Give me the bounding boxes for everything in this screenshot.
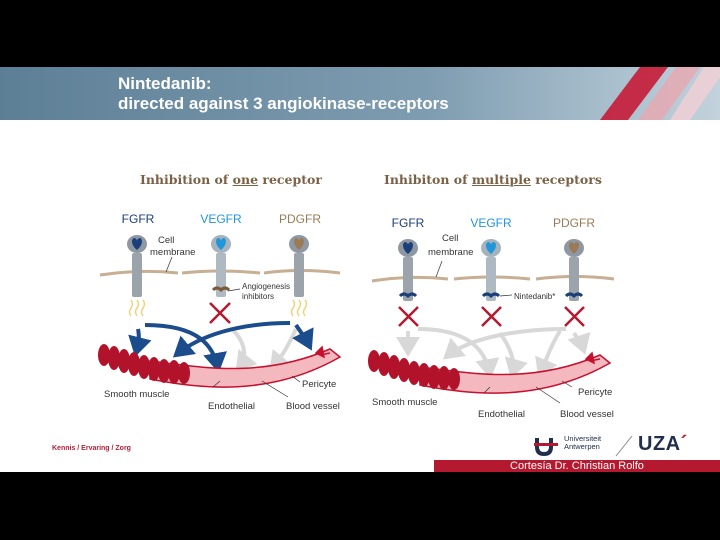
university-logo-icon <box>534 438 558 456</box>
left-pointers <box>165 256 301 398</box>
right-label-fgfr: FGFR <box>392 216 425 230</box>
right-label-pdgfr: PDGFR <box>553 216 595 230</box>
left-inhibitor-mark <box>209 286 231 324</box>
left-signals <box>128 299 308 317</box>
right-endothelial-label: Endothelial <box>478 409 525 420</box>
footer-motto: Kennis / Ervaring / Zorg <box>52 445 131 452</box>
right-cell-label-1: Cell <box>442 233 458 244</box>
left-inhibitor-label-2: inhibitors <box>242 292 274 301</box>
left-heading-emph: one <box>232 172 259 187</box>
receptor-diagram: FGFR VEGFR PDGFR FGFR VEGFR PDGFR Cell m… <box>98 212 615 420</box>
right-panel-heading: Inhibiton of multiple receptors <box>384 172 602 187</box>
right-smooth-muscle-label: Smooth muscle <box>372 397 437 408</box>
left-endothelial-label: Endothelial <box>208 401 255 412</box>
right-label-vegfr: VEGFR <box>470 216 512 230</box>
left-heading-post: receptor <box>258 172 322 187</box>
right-heading-post: receptors <box>530 172 602 187</box>
left-receptor-pdgfr <box>289 235 309 297</box>
left-cell-label-1: Cell <box>158 235 174 246</box>
university-name: Universiteit Antwerpen <box>564 435 601 451</box>
right-blood-vessel-label: Blood vessel <box>560 409 614 420</box>
uza-logo: UZA´ <box>638 433 688 456</box>
right-pericyte-label: Pericyte <box>578 387 612 398</box>
left-blood-vessel-label: Blood vessel <box>286 401 340 412</box>
left-label-vegfr: VEGFR <box>200 212 242 226</box>
right-heading-pre: Inhibiton of <box>384 172 472 187</box>
title-line-1: Nintedanib: <box>118 74 212 93</box>
title-line-2: directed against 3 angiokinase-receptors <box>118 94 449 113</box>
right-receptor-vegfr <box>481 239 501 301</box>
left-pericyte-label: Pericyte <box>302 379 336 390</box>
right-heading-emph: multiple <box>471 172 531 187</box>
uza-logo-accent: ´ <box>680 433 688 455</box>
slide: Nintedanib: directed against 3 angiokina… <box>0 67 720 472</box>
left-blood-vessel <box>98 344 342 388</box>
left-cell-label-2: membrane <box>150 247 195 258</box>
left-receptor-fgfr <box>127 235 147 297</box>
right-receptor-fgfr <box>398 239 418 301</box>
left-heading-pre: Inhibition of <box>140 172 233 187</box>
credit-bar: Cortesía Dr. Christian Rolfo <box>434 460 720 472</box>
receptor-labels: FGFR VEGFR PDGFR FGFR VEGFR PDGFR <box>122 212 596 230</box>
annotation-labels: Cell membrane Angiogenesis inhibitors Sm… <box>104 233 614 420</box>
left-smooth-muscle-label: Smooth muscle <box>104 389 169 400</box>
slide-title: Nintedanib: directed against 3 angiokina… <box>118 74 449 114</box>
university-name-line-2: Antwerpen <box>564 442 600 451</box>
banner-stripes <box>600 67 720 120</box>
right-inhibitor-label: Nintedanib* <box>514 292 555 301</box>
left-label-fgfr: FGFR <box>122 212 155 226</box>
left-arrows <box>128 321 314 373</box>
left-panel-heading: Inhibition of one receptor <box>140 172 322 187</box>
uza-logo-text: UZA <box>638 433 681 455</box>
left-inhibitor-label-1: Angiogenesis <box>242 282 290 291</box>
right-pointers <box>435 260 573 404</box>
university-name-line-1: Universiteit <box>564 434 602 443</box>
left-receptor-vegfr <box>211 235 231 297</box>
right-inhibitor-marks <box>398 292 585 327</box>
title-banner: Nintedanib: directed against 3 angiokina… <box>0 67 720 120</box>
logo-divider <box>615 435 633 457</box>
left-label-pdgfr: PDGFR <box>279 212 321 226</box>
logos: Universiteit Antwerpen UZA´ <box>534 433 694 457</box>
right-cell-label-2: membrane <box>428 247 473 258</box>
right-receptor-pdgfr <box>564 239 584 301</box>
right-blood-vessel <box>368 350 612 394</box>
